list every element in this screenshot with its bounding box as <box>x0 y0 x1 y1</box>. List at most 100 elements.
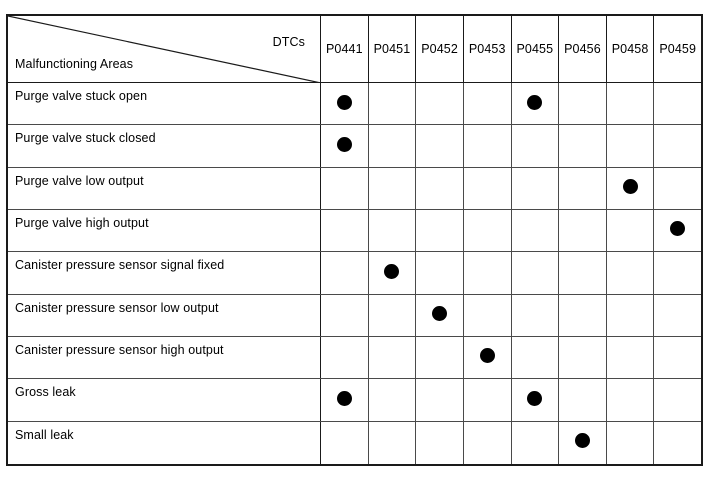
mark-dot <box>384 263 400 279</box>
cell-r6-c2 <box>416 336 464 379</box>
cell-r5-c6 <box>607 294 655 336</box>
cell-r3-c1 <box>369 209 417 252</box>
cell-r4-c7 <box>654 252 701 293</box>
cell-r6-c7 <box>654 337 701 378</box>
cell-r0-c1 <box>369 83 417 125</box>
cell-r8-c7 <box>654 422 701 464</box>
cell-r1-c2 <box>416 125 464 167</box>
mark-dot <box>574 433 590 449</box>
row-label: Canister pressure sensor low output <box>8 294 321 336</box>
mark-dot <box>479 348 495 364</box>
row-label: Canister pressure sensor signal fixed <box>8 252 321 294</box>
cell-r5-c2 <box>416 294 464 336</box>
column-header-p0458: P0458 <box>607 16 655 82</box>
mark-dot <box>670 221 686 237</box>
cell-r0-c2 <box>416 83 464 125</box>
corner-header-cell: DTCs Malfunctioning Areas <box>8 16 321 82</box>
column-header-p0451: P0451 <box>369 16 417 82</box>
cell-r4-c4 <box>512 252 560 294</box>
column-header-p0452: P0452 <box>416 16 464 82</box>
table-row: Small leak <box>8 421 701 464</box>
cell-r6-c6 <box>607 336 655 379</box>
row-label: Purge valve stuck open <box>8 83 321 125</box>
cell-r8-c3 <box>464 421 512 464</box>
cell-r4-c0 <box>321 252 369 294</box>
mark-dot <box>336 94 352 110</box>
dtc-malfunction-matrix: DTCs Malfunctioning Areas P0441 P0451 P0… <box>6 14 703 466</box>
cell-r7-c5 <box>559 379 607 421</box>
cell-r1-c7 <box>654 125 701 166</box>
table-row: Canister pressure sensor low output <box>8 294 701 337</box>
cell-r5-c5 <box>559 294 607 336</box>
cell-r8-c6 <box>607 421 655 464</box>
mark-dot <box>336 136 352 152</box>
table-row: Canister pressure sensor signal fixed <box>8 252 701 295</box>
cell-r2-c6 <box>607 167 655 209</box>
column-header-p0453: P0453 <box>464 16 512 82</box>
table-header-row: DTCs Malfunctioning Areas P0441 P0451 P0… <box>8 16 701 83</box>
cell-r7-c2 <box>416 379 464 421</box>
cell-r2-c5 <box>559 167 607 209</box>
cell-r2-c1 <box>369 167 417 209</box>
cell-r5-c3 <box>464 294 512 336</box>
cell-r8-c4 <box>512 421 560 464</box>
cell-r1-c0 <box>321 125 369 167</box>
cell-r5-c4 <box>512 294 560 336</box>
cell-r6-c0 <box>321 336 369 379</box>
cell-r4-c2 <box>416 252 464 294</box>
column-header-p0459: P0459 <box>659 42 697 56</box>
cell-r1-c4 <box>512 125 560 167</box>
cell-r6-c5 <box>559 336 607 379</box>
row-label: Purge valve high output <box>8 209 321 252</box>
cell-r0-c4 <box>512 83 560 125</box>
cell-r3-c6 <box>607 209 655 252</box>
cell-r7-c3 <box>464 379 512 421</box>
cell-r7-c0 <box>321 379 369 421</box>
cell-r2-c4 <box>512 167 560 209</box>
cell-r2-c7 <box>654 168 701 209</box>
cell-r8-c0 <box>321 421 369 464</box>
cell-r8-c1 <box>369 421 417 464</box>
column-header-p0456: P0456 <box>559 16 607 82</box>
cell-r4-c1 <box>369 252 417 294</box>
column-header-p0441: P0441 <box>321 16 369 82</box>
cell-r3-c2 <box>416 209 464 252</box>
table-row: Gross leak <box>8 379 701 422</box>
mark-dot <box>336 390 352 406</box>
cell-r6-c3 <box>464 336 512 379</box>
cell-r4-c5 <box>559 252 607 294</box>
cell-r2-c2 <box>416 167 464 209</box>
row-label: Purge valve low output <box>8 167 321 209</box>
cell-r7-c1 <box>369 379 417 421</box>
cell-r1-c1 <box>369 125 417 167</box>
cell-r1-c5 <box>559 125 607 167</box>
cell-r6-c1 <box>369 336 417 379</box>
cell-r0-c5 <box>559 83 607 125</box>
table-row: Purge valve stuck closed <box>8 125 701 168</box>
cell-r5-c0 <box>321 294 369 336</box>
dtcs-axis-label: DTCs <box>272 35 305 49</box>
table-row: Purge valve stuck open <box>8 83 701 126</box>
cell-r7-c7 <box>654 379 701 420</box>
cell-r6-c4 <box>512 336 560 379</box>
cell-r5-c1 <box>369 294 417 336</box>
mark-dot <box>527 94 543 110</box>
table-row: Canister pressure sensor high output <box>8 336 701 380</box>
cell-r0-c7 <box>654 83 701 124</box>
mark-dot <box>432 306 448 322</box>
column-header-p0455: P0455 <box>512 16 560 82</box>
cell-r1-c3 <box>464 125 512 167</box>
cell-r3-c0 <box>321 209 369 252</box>
cell-r7-c4 <box>512 379 560 421</box>
mark-dot <box>622 179 638 195</box>
cell-r3-c3 <box>464 209 512 252</box>
table-row: Purge valve high output <box>8 209 701 253</box>
cell-r3-c4 <box>512 209 560 252</box>
cell-r3-c5 <box>559 209 607 252</box>
cell-r3-c7 <box>654 210 701 251</box>
cell-r7-c6 <box>607 379 655 421</box>
table-row: Purge valve low output <box>8 167 701 210</box>
cell-r4-c6 <box>607 252 655 294</box>
row-label: Small leak <box>8 421 321 464</box>
